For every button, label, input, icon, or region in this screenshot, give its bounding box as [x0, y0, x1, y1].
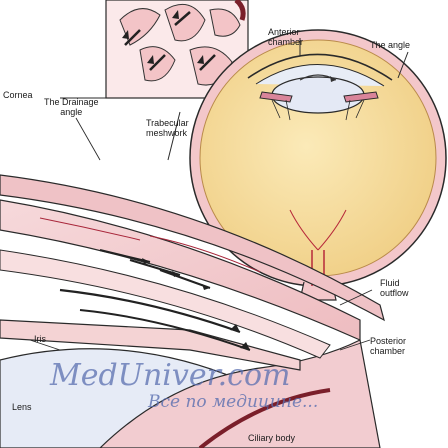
angle-leader	[397, 51, 409, 79]
label-anterior-chamber: Anterior chamber	[268, 27, 303, 47]
outflow-leader	[339, 289, 373, 306]
drainage-angle-detail	[0, 174, 385, 448]
label-ciliary-body: Ciliary body	[248, 433, 296, 443]
label-trabecular-meshwork-line1: Trabecular	[146, 118, 189, 128]
posterior-leader	[339, 339, 371, 351]
label-drainage-angle: The Drainage angle	[44, 97, 99, 117]
label-anterior-chamber-line1: Anterior	[268, 27, 300, 37]
meshwork-leader	[167, 111, 181, 161]
label-trabecular-meshwork-line2: meshwork	[146, 128, 188, 138]
label-fluid-outflow: Fluid outflow	[380, 278, 409, 298]
label-drainage-angle-line2: angle	[60, 107, 83, 117]
label-fluid-outflow-line1: Fluid	[380, 278, 400, 288]
label-lens: Lens	[12, 402, 32, 412]
eye-cross-section	[189, 29, 447, 301]
label-fluid-outflow-line2: outflow	[380, 288, 409, 298]
label-the-angle: The angle	[370, 40, 411, 50]
label-posterior-chamber-line1: Posterior	[370, 336, 407, 346]
label-drainage-angle-line1: The Drainage	[44, 97, 99, 107]
label-iris: Iris	[34, 334, 46, 344]
label-posterior-chamber: Posterior chamber	[370, 336, 406, 356]
meshwork-inset	[105, 0, 249, 99]
label-cornea: Cornea	[3, 90, 33, 100]
label-trabecular-meshwork: Trabecular meshwork	[146, 118, 189, 138]
iris-leader	[29, 339, 61, 351]
label-posterior-chamber-line2: chamber	[370, 346, 406, 356]
drainage-leader	[75, 117, 101, 161]
watermark-brand: MedUniver.com	[50, 358, 291, 393]
watermark-tagline: Все по медицине...	[148, 392, 319, 412]
label-anterior-chamber-line2: chamber	[268, 37, 304, 47]
